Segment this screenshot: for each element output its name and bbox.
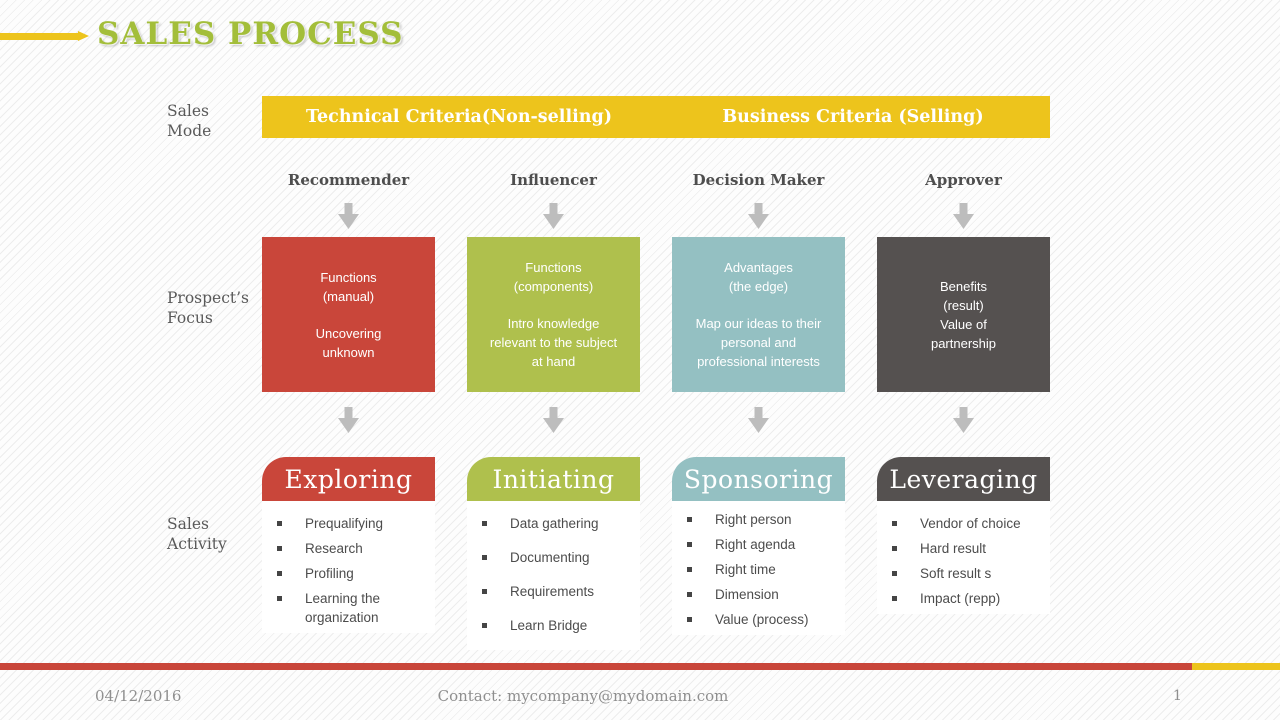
- focus-box-recommender: Functions (manual) Uncovering unknown: [262, 237, 435, 392]
- bullet-icon: [277, 546, 282, 551]
- title-accent-line: [0, 33, 78, 40]
- column-approver: Approver Benefits (result) Value of part…: [877, 165, 1050, 650]
- down-arrow-icon: [877, 392, 1050, 457]
- focus-text: Functions (components): [513, 260, 594, 294]
- role-header: Decision Maker: [692, 171, 825, 189]
- bullet-icon: [277, 596, 282, 601]
- title-accent-arrow-icon: [78, 31, 89, 41]
- focus-box-decision-maker: Advantages (the edge) Map our ideas to t…: [672, 237, 845, 392]
- footer-contact: Contact: mycompany@mydomain.com: [437, 687, 729, 705]
- role-header: Recommender: [287, 171, 410, 189]
- list-item: Dimension: [682, 585, 839, 604]
- focus-text: Intro knowledge relevant to the subject …: [489, 316, 618, 369]
- focus-box-influencer: Functions (components) Intro knowledge r…: [467, 237, 640, 392]
- down-arrow-icon: [262, 392, 435, 457]
- list-item: Data gathering: [477, 514, 634, 533]
- list-item: Vendor of choice: [887, 514, 1044, 533]
- stage-ribbon-initiating: Initiating: [467, 457, 640, 501]
- list-item: Prequalifying: [272, 514, 429, 533]
- column-recommender: Recommender Functions (manual) Uncoverin…: [262, 165, 435, 650]
- list-item: Right person: [682, 510, 839, 529]
- role-header: Approver: [925, 171, 1002, 189]
- list-item: Right agenda: [682, 535, 839, 554]
- list-item: Profiling: [272, 564, 429, 583]
- stage-ribbon-exploring: Exploring: [262, 457, 435, 501]
- activity-card-exploring: Prequalifying Research Profiling Learnin…: [262, 501, 435, 633]
- row-label-prospects-focus: Prospect’s Focus: [167, 289, 250, 328]
- bullet-icon: [482, 623, 487, 628]
- activity-card-sponsoring: Right person Right agenda Right time Dim…: [672, 501, 845, 635]
- focus-text: Uncovering unknown: [315, 325, 382, 360]
- list-item: Value (process): [682, 610, 839, 629]
- stage-ribbon-sponsoring: Sponsoring: [672, 457, 845, 501]
- bullet-icon: [892, 521, 897, 526]
- list-item: Soft result s: [887, 564, 1044, 583]
- list-item: Requirements: [477, 582, 634, 601]
- list-item: Learning the organization: [272, 589, 429, 627]
- role-header: Influencer: [510, 171, 597, 189]
- row-label-sales-activity: Sales Activity: [167, 515, 227, 554]
- process-columns: Recommender Functions (manual) Uncoverin…: [262, 165, 1050, 650]
- down-arrow-icon: [672, 195, 845, 237]
- activity-list: Vendor of choice Hard result Soft result…: [887, 514, 1044, 608]
- bullet-icon: [277, 521, 282, 526]
- list-item: Research: [272, 539, 429, 558]
- down-arrow-icon: [877, 195, 1050, 237]
- banner-technical-criteria: Technical Criteria(Non-selling): [306, 107, 612, 127]
- column-influencer: Influencer Functions (components) Intro …: [467, 165, 640, 650]
- bullet-icon: [687, 542, 692, 547]
- footer-accent-bar-yellow: [1192, 663, 1280, 670]
- bullet-icon: [892, 596, 897, 601]
- bullet-icon: [892, 571, 897, 576]
- bullet-icon: [482, 555, 487, 560]
- focus-text: Benefits (result) Value of partnership: [930, 278, 997, 351]
- down-arrow-icon: [672, 392, 845, 457]
- list-item: Right time: [682, 560, 839, 579]
- down-arrow-icon: [467, 195, 640, 237]
- bullet-icon: [687, 517, 692, 522]
- focus-text: Advantages (the edge): [724, 260, 793, 294]
- footer-accent-bar-red: [0, 663, 1192, 670]
- list-item: Impact (repp): [887, 589, 1044, 608]
- bullet-icon: [687, 567, 692, 572]
- footer-date: 04/12/2016: [95, 687, 182, 705]
- stage-ribbon-leveraging: Leveraging: [877, 457, 1050, 501]
- activity-list: Prequalifying Research Profiling Learnin…: [272, 514, 429, 627]
- bullet-icon: [687, 592, 692, 597]
- list-item: Learn Bridge: [477, 616, 634, 635]
- list-item: Hard result: [887, 539, 1044, 558]
- column-decision-maker: Decision Maker Advantages (the edge) Map…: [672, 165, 845, 650]
- bullet-icon: [482, 589, 487, 594]
- sales-mode-banner: Technical Criteria(Non-selling) Business…: [262, 96, 1050, 138]
- down-arrow-icon: [262, 195, 435, 237]
- bullet-icon: [687, 617, 692, 622]
- focus-text: Functions (manual): [320, 269, 377, 304]
- bullet-icon: [482, 521, 487, 526]
- activity-card-initiating: Data gathering Documenting Requirements …: [467, 501, 640, 650]
- activity-card-leveraging: Vendor of choice Hard result Soft result…: [877, 501, 1050, 614]
- row-label-sales-mode: Sales Mode: [167, 102, 212, 141]
- focus-box-approver: Benefits (result) Value of partnership: [877, 237, 1050, 392]
- bullet-icon: [892, 546, 897, 551]
- activity-list: Right person Right agenda Right time Dim…: [682, 510, 839, 629]
- activity-list: Data gathering Documenting Requirements …: [477, 514, 634, 635]
- down-arrow-icon: [467, 392, 640, 457]
- page-number: 1: [1173, 688, 1182, 704]
- focus-text: Map our ideas to their personal and prof…: [695, 316, 822, 369]
- bullet-icon: [277, 571, 282, 576]
- slide-title: SALES PROCESS: [97, 16, 404, 52]
- banner-business-criteria: Business Criteria (Selling): [722, 107, 984, 127]
- list-item: Documenting: [477, 548, 634, 567]
